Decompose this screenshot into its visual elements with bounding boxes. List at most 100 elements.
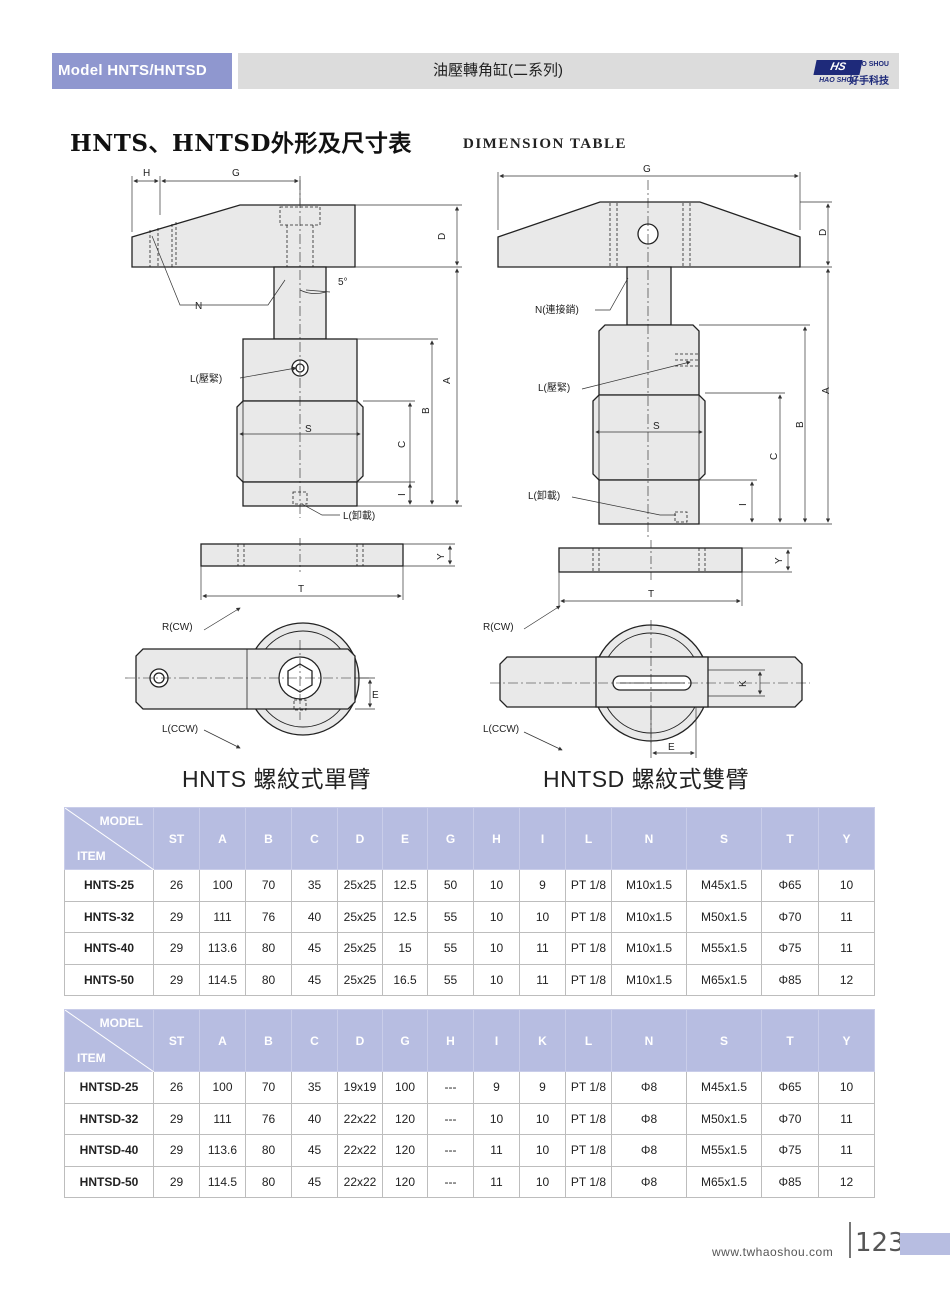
table-cell: 12.5 (382, 900, 428, 933)
column-header: C (291, 807, 338, 870)
table-cell: M45x1.5 (686, 869, 762, 902)
column-header: S (686, 807, 762, 870)
table-cell: 40 (291, 900, 338, 933)
column-header: ST (153, 1009, 200, 1072)
table-cell: 11 (473, 1134, 520, 1167)
table-cell: 22x22 (337, 1134, 383, 1167)
hntsd-label-c: C (769, 453, 780, 460)
column-header: G (382, 1009, 428, 1072)
column-header: L (565, 807, 612, 870)
table-cell: 70 (245, 869, 292, 902)
table-cell: --- (427, 1165, 474, 1198)
hntsd-label-r-cw: R(CW) (483, 622, 514, 633)
header-bar: 油壓轉角缸(二系列) HS HAO SHOU HAO SHOU 好手科技 (238, 53, 899, 89)
table-cell: 26 (153, 869, 200, 902)
hntsd-label-l-press: L(壓緊) (538, 382, 570, 394)
table-cell: M10x1.5 (611, 900, 687, 933)
table-cell: M50x1.5 (686, 900, 762, 933)
table-cell: 45 (291, 932, 338, 965)
hnts-side-view (131, 180, 364, 518)
column-header: B (245, 807, 292, 870)
table-cell: 35 (291, 869, 338, 902)
table-cell: 9 (519, 1071, 566, 1104)
table-cell: 80 (245, 963, 292, 996)
column-header: C (291, 1009, 338, 1072)
hntsd-dimension-lines (497, 172, 832, 758)
table-cell: 45 (291, 1134, 338, 1167)
table-cell: 10 (473, 869, 520, 902)
table-cell: --- (427, 1071, 474, 1104)
table-cell: Φ8 (611, 1102, 687, 1135)
table-cell: M55x1.5 (686, 1134, 762, 1167)
table-cell: 12.5 (382, 869, 428, 902)
footer-url: www.twhaoshou.com (712, 1245, 834, 1259)
table-cell: 76 (245, 1102, 292, 1135)
table-cell: 15 (382, 932, 428, 965)
table-cell: M65x1.5 (686, 963, 762, 996)
table-cell: Φ8 (611, 1134, 687, 1167)
table-cell: 25x25 (337, 869, 383, 902)
table-cell: 29 (153, 1102, 200, 1135)
table-cell: 113.6 (199, 1134, 246, 1167)
table-cell: 114.5 (199, 1165, 246, 1198)
table-cell: 29 (153, 1134, 200, 1167)
column-header: S (686, 1009, 762, 1072)
table-corner-cell: MODEL ITEM (64, 1009, 154, 1072)
table-cell: 10 (519, 1102, 566, 1135)
table-cell: Φ70 (761, 900, 819, 933)
table-cell: 25x25 (337, 900, 383, 933)
table-cell: 10 (519, 1165, 566, 1198)
table-cell: 55 (427, 932, 474, 965)
hnts-dimension-lines (131, 176, 462, 749)
table-cell: 80 (245, 1134, 292, 1167)
table-cell: 11 (818, 1134, 875, 1167)
table-cell: 10 (818, 869, 875, 902)
table-corner-cell: MODEL ITEM (64, 807, 154, 870)
footer-divider (849, 1222, 851, 1258)
hntsd-side-view (497, 180, 801, 540)
table-cell: 10 (473, 963, 520, 996)
column-header: A (199, 807, 246, 870)
technical-drawings: H G D N 5° L(壓緊) A B S C I L(卸載) Y T R(C… (125, 164, 832, 758)
table-cell: PT 1/8 (565, 963, 612, 996)
table-cell: 26 (153, 1071, 200, 1104)
corner-item-label: ITEM (77, 1051, 106, 1065)
table-cell: 19x19 (337, 1071, 383, 1104)
brand-name-zh: 好手科技 (849, 76, 889, 87)
corner-model-label: MODEL (99, 814, 143, 828)
hnts-top-view (125, 622, 370, 736)
hnts-label-t: T (298, 584, 304, 595)
hntsd-caption: HNTSD 螺紋式雙臂 (543, 766, 750, 792)
table-cell: M65x1.5 (686, 1165, 762, 1198)
column-header: N (611, 807, 687, 870)
table-cell: 70 (245, 1071, 292, 1104)
model-cell: HNTS-50 (64, 963, 154, 996)
hntsd-label-e: E (668, 742, 675, 753)
brand-name-en: HAO SHOU (851, 61, 889, 68)
hnts-label-l-ccw: L(CCW) (162, 724, 198, 735)
model-cell: HNTS-25 (64, 869, 154, 902)
table-cell: --- (427, 1134, 474, 1167)
table-cell: 11 (519, 932, 566, 965)
table-cell: 11 (519, 963, 566, 996)
table-cell: 10 (519, 900, 566, 933)
table-cell: 80 (245, 932, 292, 965)
table-cell: Φ8 (611, 1165, 687, 1198)
table-cell: 10 (818, 1071, 875, 1104)
hnts-label-d: D (437, 233, 448, 240)
table-cell: 55 (427, 963, 474, 996)
hntsd-label-y: Y (774, 557, 785, 564)
corner-model-label: MODEL (99, 1016, 143, 1030)
column-header: B (245, 1009, 292, 1072)
table-cell: 11 (818, 1102, 875, 1135)
table-cell: Φ75 (761, 932, 819, 965)
table-cell: 45 (291, 1165, 338, 1198)
page-subtitle: DIMENSION TABLE (463, 136, 628, 152)
hntsd-label-d: D (818, 229, 829, 236)
column-header: D (337, 807, 383, 870)
table-cell: PT 1/8 (565, 1165, 612, 1198)
